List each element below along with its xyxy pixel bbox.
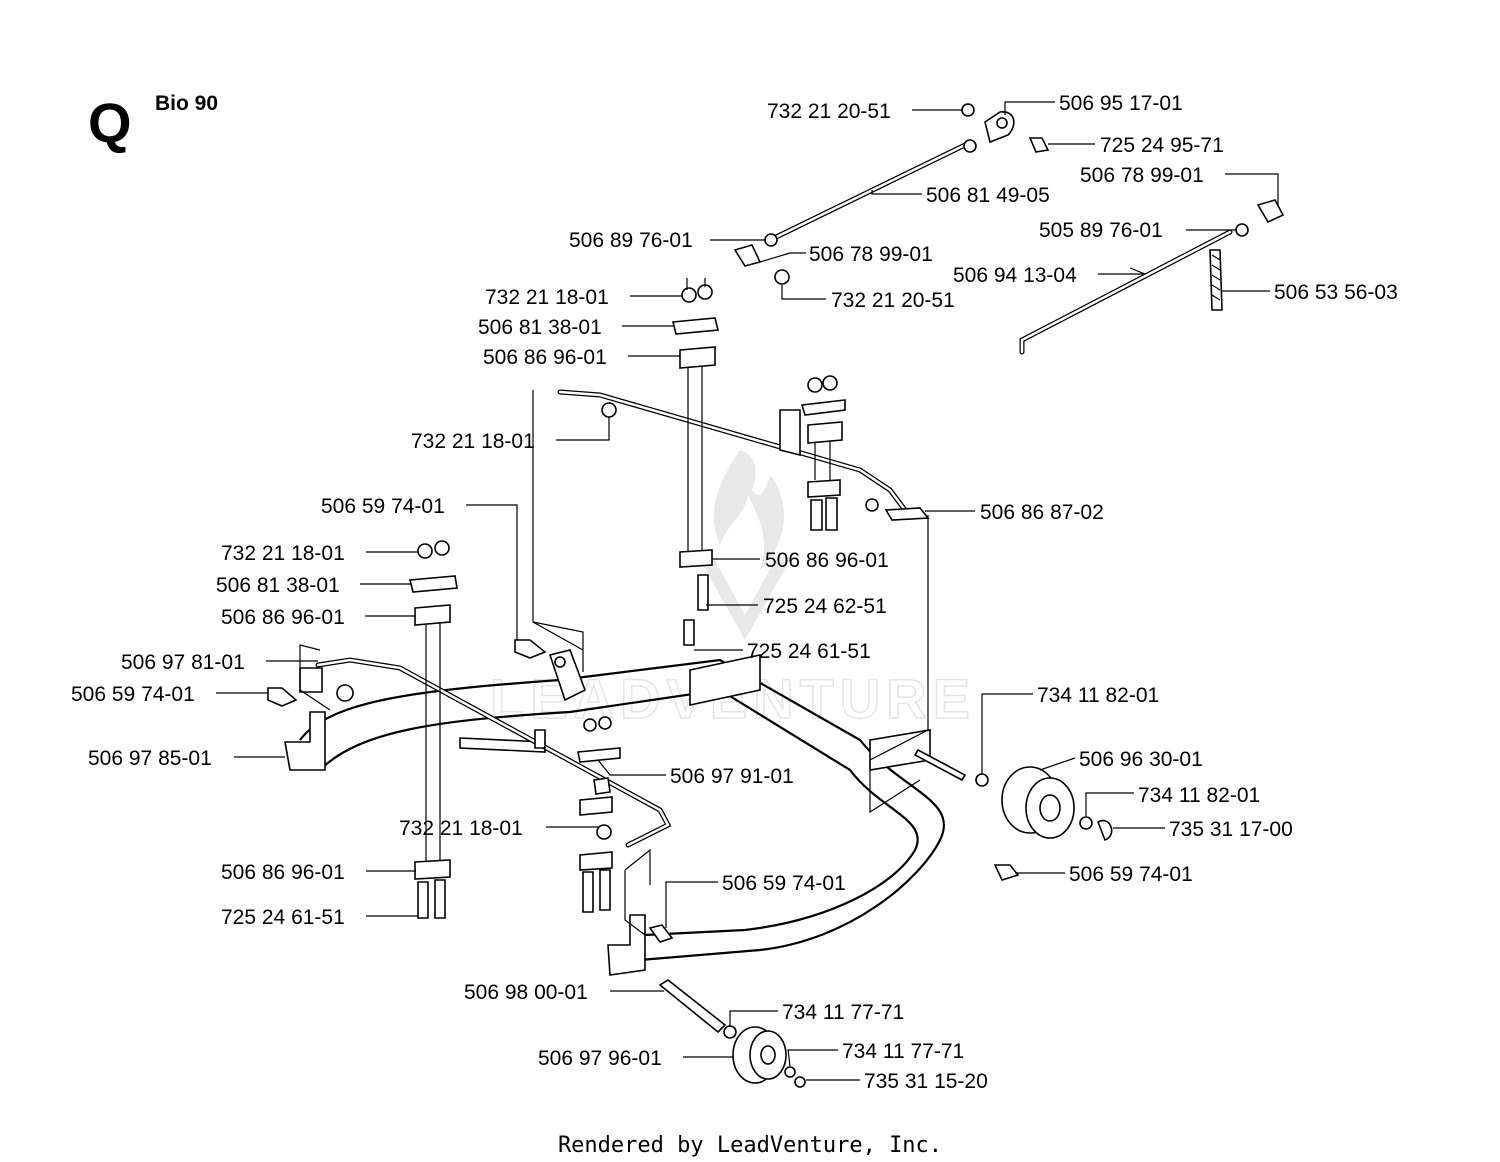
part-label: 734 11 82-01 xyxy=(1037,684,1159,707)
indicator-frames xyxy=(299,390,929,936)
part-label: 732 21 20-51 xyxy=(767,100,891,123)
part-label: 506 86 87-02 xyxy=(980,501,1104,524)
part-label: 505 89 76-01 xyxy=(1039,219,1163,242)
part-label: 506 94 13-04 xyxy=(953,264,1077,287)
part-label: 506 78 99-01 xyxy=(809,243,933,266)
frame-drawing xyxy=(267,639,1113,1088)
part-label: 506 59 74-01 xyxy=(321,495,445,518)
part-label: 732 21 18-01 xyxy=(485,286,609,309)
part-label: 725 24 95-71 xyxy=(1100,134,1224,157)
part-label: 734 11 77-71 xyxy=(782,1001,904,1024)
part-label: 725 24 61-51 xyxy=(221,906,345,929)
part-label: 732 21 18-01 xyxy=(221,542,345,565)
lower-rod xyxy=(299,657,672,848)
control-linkage xyxy=(733,103,1285,355)
leader-lines xyxy=(216,101,1279,1081)
part-label: 734 11 82-01 xyxy=(1138,784,1260,807)
part-labels: 732 21 20-51 506 95 17-01 725 24 95-71 5… xyxy=(71,92,1398,1093)
model-name: Bio 90 xyxy=(155,92,218,115)
part-label: 734 11 77-71 xyxy=(842,1040,964,1063)
part-label: 506 53 56-03 xyxy=(1274,281,1398,304)
part-label: 725 24 62-51 xyxy=(763,595,887,618)
part-label: 506 97 96-01 xyxy=(538,1047,662,1070)
part-label: 506 97 91-01 xyxy=(670,765,794,788)
part-label: 506 81 38-01 xyxy=(216,574,340,597)
part-label: 506 96 30-01 xyxy=(1079,748,1203,771)
part-label: 506 86 96-01 xyxy=(221,606,345,629)
part-label: 506 86 96-01 xyxy=(221,861,345,884)
part-label: 506 59 74-01 xyxy=(71,683,195,706)
section-letter: Q xyxy=(88,91,132,154)
part-label: 506 81 38-01 xyxy=(478,316,602,339)
part-label: 732 21 20-51 xyxy=(831,289,955,312)
part-label: 506 97 81-01 xyxy=(121,651,245,674)
part-label: 506 89 76-01 xyxy=(569,229,693,252)
part-label: 506 86 96-01 xyxy=(483,346,607,369)
part-label: 732 21 18-01 xyxy=(399,817,523,840)
footer-credit: Rendered by LeadVenture, Inc. xyxy=(558,1133,942,1158)
part-label: 735 31 17-00 xyxy=(1169,818,1293,841)
part-label: 506 59 74-01 xyxy=(722,872,846,895)
part-label: 506 86 96-01 xyxy=(765,549,889,572)
part-label: 506 78 99-01 xyxy=(1080,164,1204,187)
part-label: 735 31 15-20 xyxy=(864,1070,988,1093)
part-label: 732 21 18-01 xyxy=(411,430,535,453)
part-label: 506 98 00-01 xyxy=(464,981,588,1004)
clamp-stacks xyxy=(408,278,846,919)
stabilizer-rod xyxy=(557,389,930,521)
part-label: 725 24 61-51 xyxy=(747,640,871,663)
part-label: 506 95 17-01 xyxy=(1059,92,1183,115)
part-label: 506 97 85-01 xyxy=(88,747,212,770)
part-label: 506 81 49-05 xyxy=(926,184,1050,207)
part-label: 506 59 74-01 xyxy=(1069,863,1193,886)
